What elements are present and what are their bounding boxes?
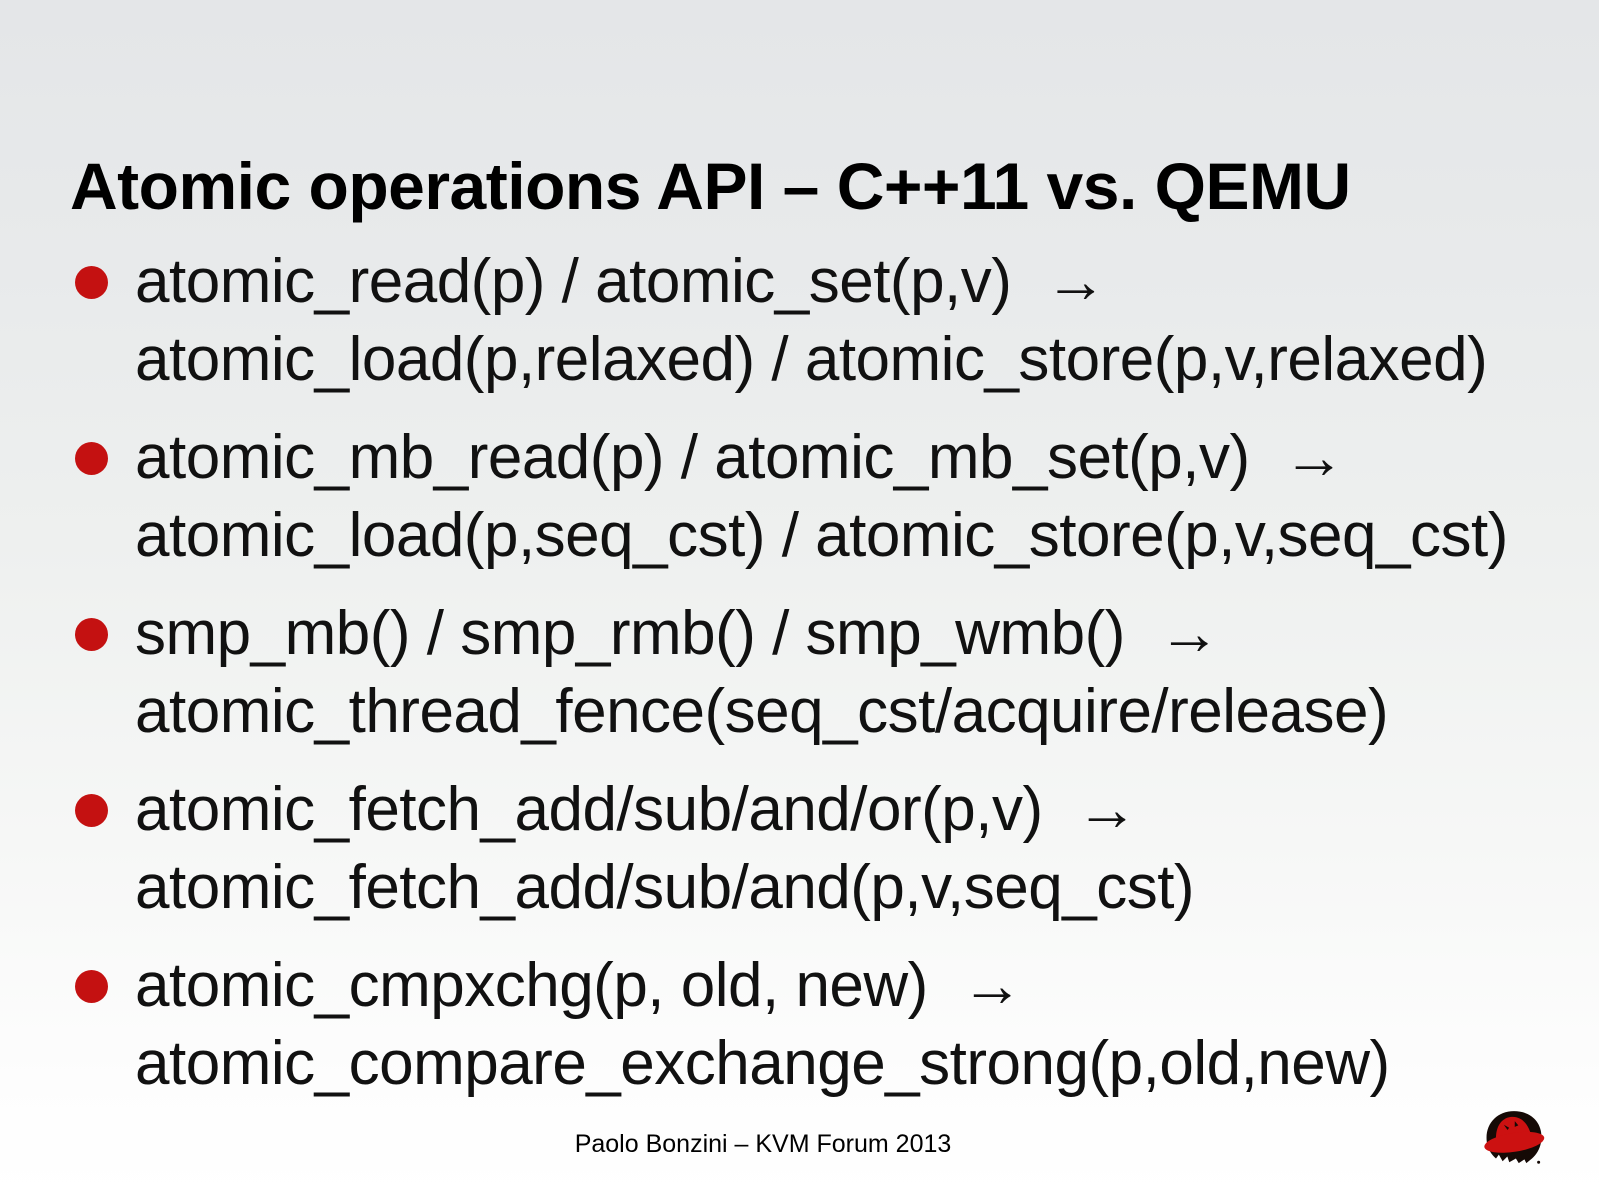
bullet-line-1: atomic_read(p) / atomic_set(p,v) → <box>135 247 1107 316</box>
list-item: smp_mb() / smp_rmb() / smp_wmb() → atomi… <box>75 595 1595 751</box>
bullet-line-1: atomic_fetch_add/sub/and/or(p,v) → <box>135 775 1138 844</box>
bullet-line-1: atomic_mb_read(p) / atomic_mb_set(p,v) → <box>135 423 1345 492</box>
page-title: Atomic operations API – C++11 vs. QEMU <box>70 149 1351 224</box>
bullet-icon <box>75 442 108 475</box>
bullet-line-1: atomic_cmpxchg(p, old, new) → <box>135 951 1023 1020</box>
footer-credit: Paolo Bonzini – KVM Forum 2013 <box>574 1130 952 1158</box>
bullet-line-2: atomic_thread_fence(seq_cst/acquire/rele… <box>135 677 1389 746</box>
redhat-shadowman-logo-icon <box>1484 1111 1545 1164</box>
bullet-list: atomic_read(p) / atomic_set(p,v) → atomi… <box>75 243 1595 1123</box>
bullet-icon <box>75 266 108 299</box>
bullet-line-1: smp_mb() / smp_rmb() / smp_wmb() → <box>135 599 1220 668</box>
list-item: atomic_mb_read(p) / atomic_mb_set(p,v) →… <box>75 419 1595 575</box>
bullet-line-2: atomic_load(p,seq_cst) / atomic_store(p,… <box>135 501 1508 570</box>
list-item: atomic_read(p) / atomic_set(p,v) → atomi… <box>75 243 1595 399</box>
bullet-line-2: atomic_compare_exchange_strong(p,old,new… <box>135 1029 1390 1098</box>
bullet-icon <box>75 618 108 651</box>
bullet-icon <box>75 794 108 827</box>
bullet-line-2: atomic_load(p,relaxed) / atomic_store(p,… <box>135 325 1488 394</box>
bullet-line-2: atomic_fetch_add/sub/and(p,v,seq_cst) <box>135 853 1195 922</box>
bullet-icon <box>75 970 108 1003</box>
list-item: atomic_fetch_add/sub/and/or(p,v) → atomi… <box>75 771 1595 927</box>
list-item: atomic_cmpxchg(p, old, new) → atomic_com… <box>75 947 1595 1103</box>
